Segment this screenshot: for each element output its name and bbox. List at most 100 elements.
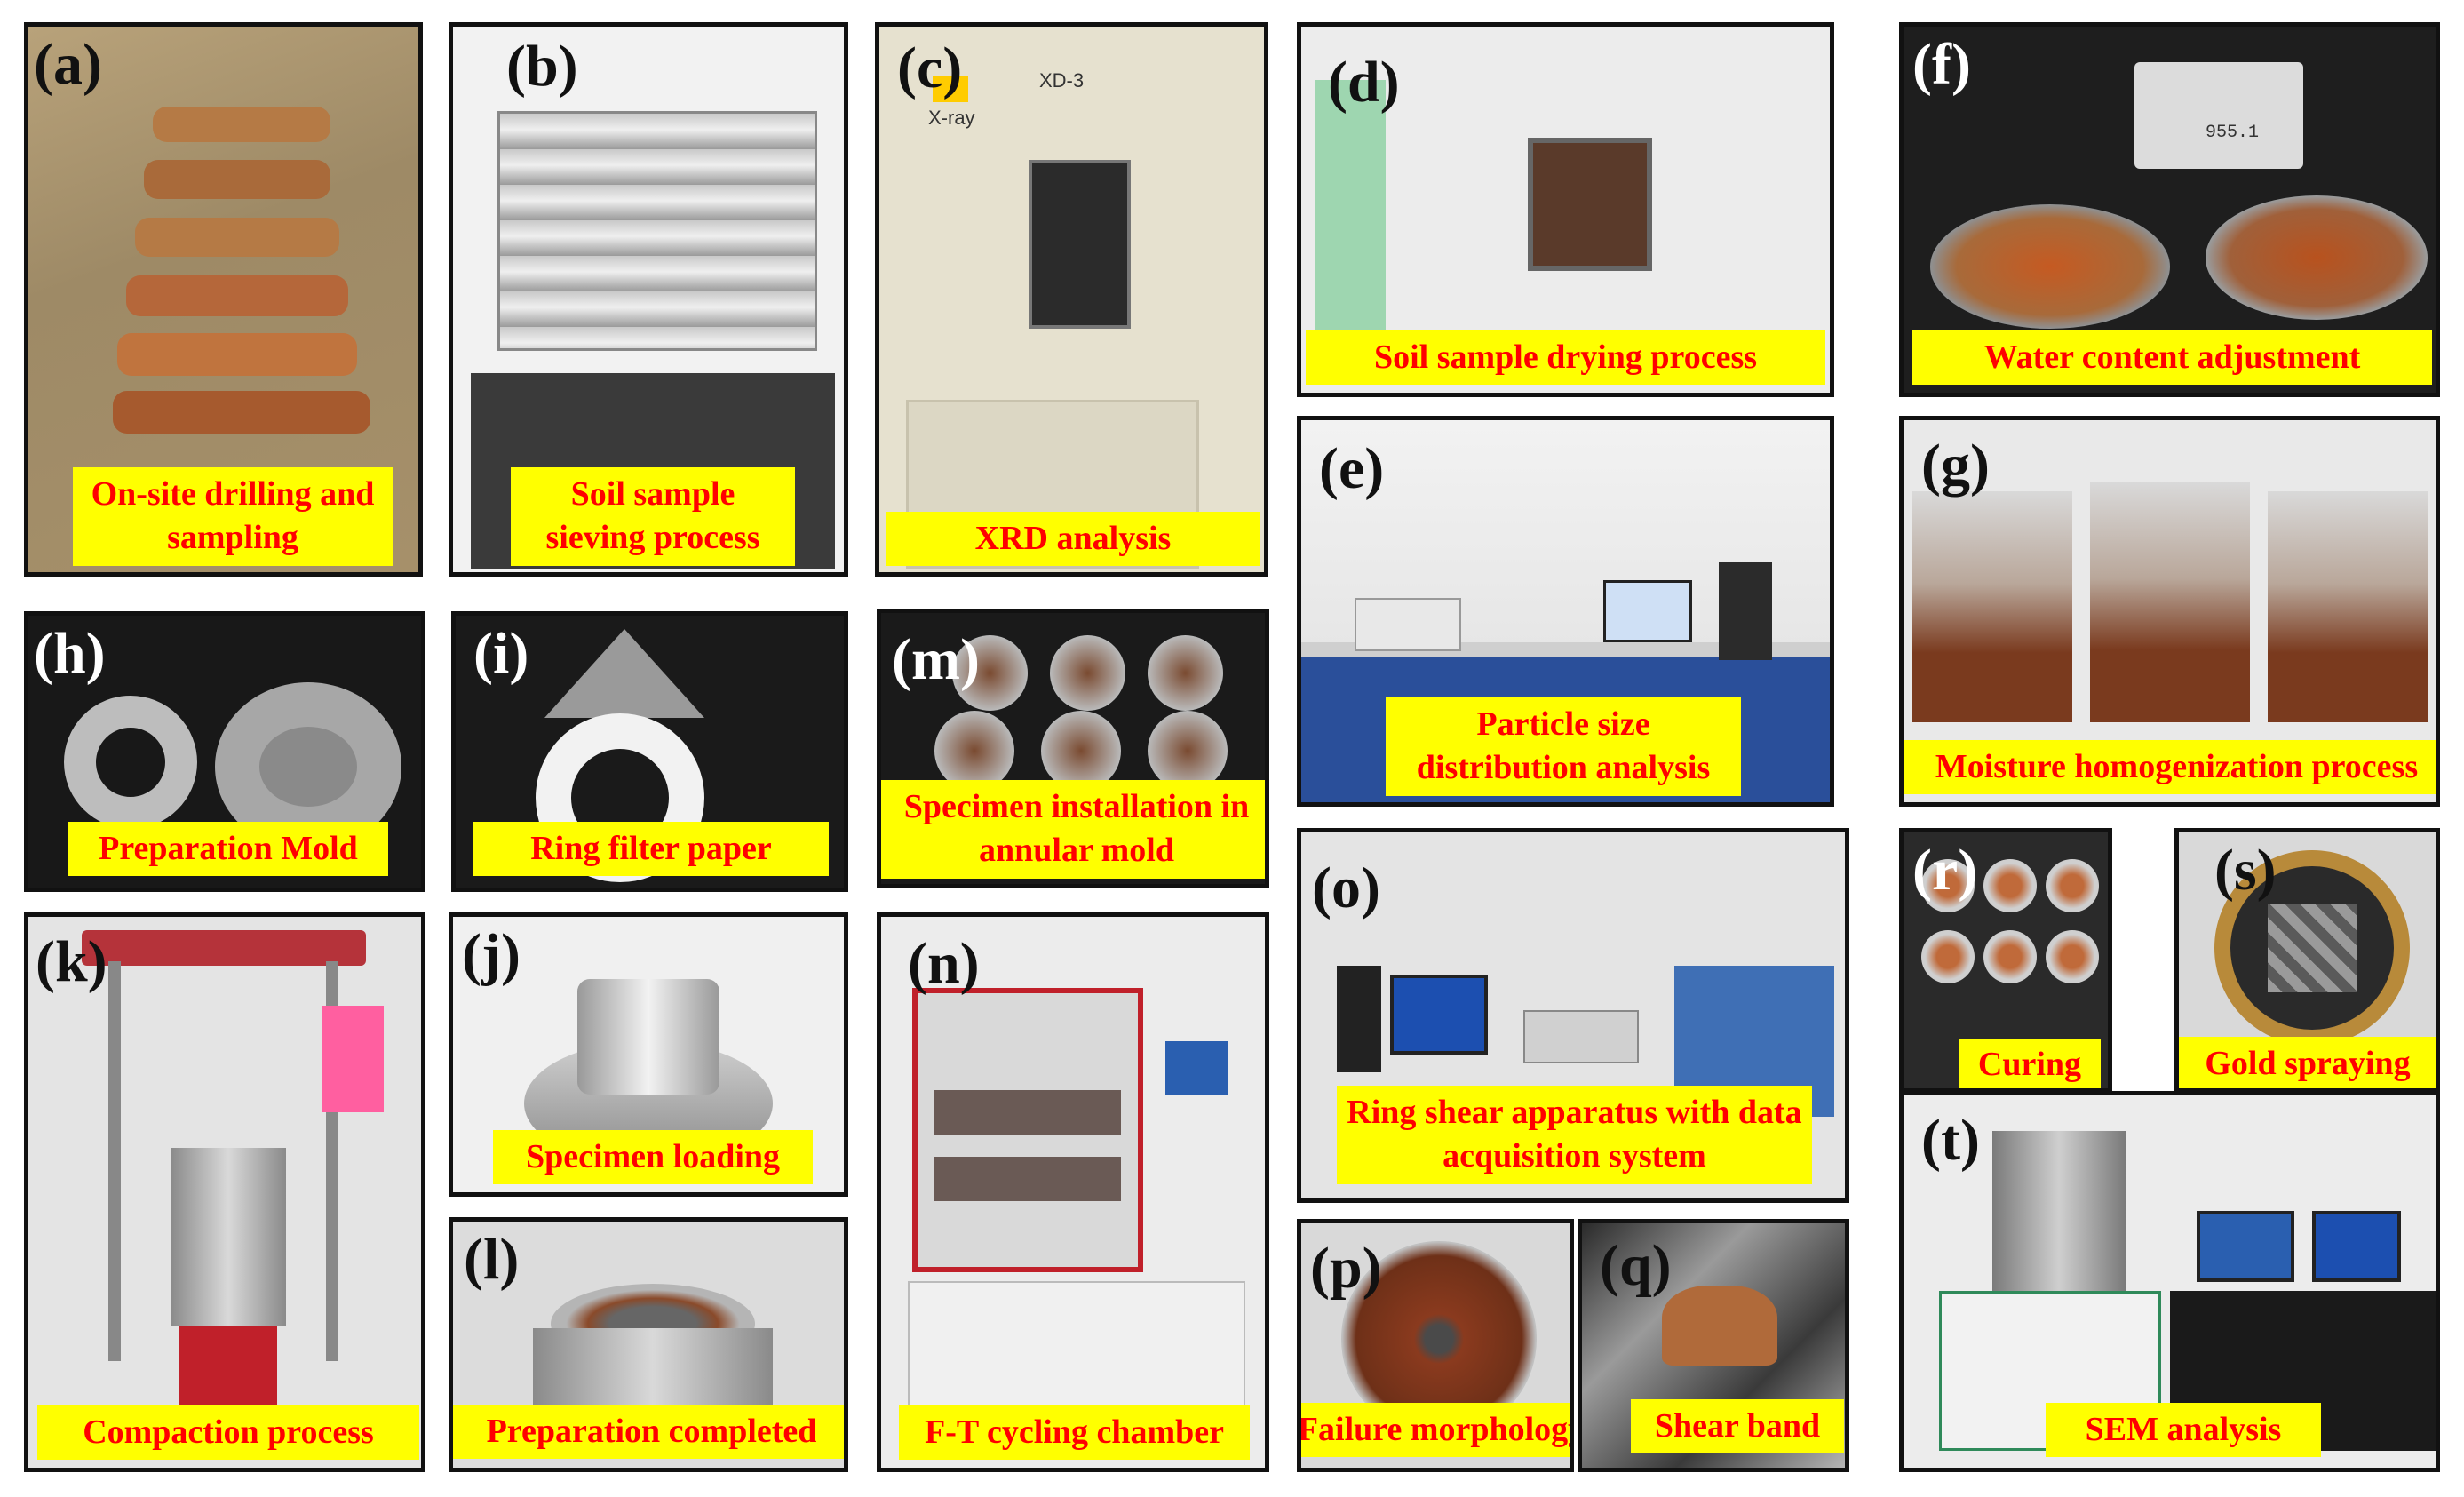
caption-k: Compaction process — [37, 1405, 419, 1461]
caption-c: XRD analysis — [886, 512, 1260, 567]
mixing-bowl — [2206, 195, 2428, 320]
panel-r-curing: (r) Curing — [1899, 828, 2112, 1093]
model-label: XD-3 — [1039, 69, 1085, 92]
caption-r: Curing — [1959, 1039, 2101, 1088]
chamber-shelf — [934, 1090, 1121, 1135]
soil-core-row — [117, 333, 357, 376]
panel-h-preparation-mold: (h) Preparation Mold — [24, 611, 425, 892]
panel-tag-j: (j) — [462, 922, 521, 987]
soil-core-row — [135, 218, 339, 257]
control-screen — [1165, 1041, 1228, 1095]
sample-bag — [1912, 491, 2072, 722]
cured-specimen — [1983, 930, 2037, 983]
caption-j: Specimen loading — [493, 1130, 813, 1185]
oven-control-panel — [1315, 80, 1386, 364]
panel-tag-h: (h) — [34, 621, 106, 686]
caption-s: Gold spraying — [2179, 1037, 2436, 1088]
chamber-base — [908, 1281, 1245, 1414]
panel-tag-p: (p) — [1310, 1236, 1382, 1301]
balance-scale — [2134, 62, 2303, 169]
panel-g-moisture-homogenization: (g) Moisture homogenization process — [1899, 416, 2440, 807]
soil-core-row — [144, 160, 330, 199]
caption-q: Shear band — [1631, 1399, 1844, 1454]
soil-core-row — [126, 275, 348, 316]
panel-tag-i: (i) — [473, 621, 529, 686]
wrapped-specimen — [952, 635, 1028, 711]
press-column — [108, 961, 121, 1361]
wrapped-specimen — [934, 711, 1014, 791]
caption-a: On-site drilling and sampling — [73, 467, 393, 566]
panel-tag-l: (l) — [464, 1227, 520, 1292]
chamber-shelf — [934, 1157, 1121, 1201]
panel-tag-m: (m) — [892, 627, 980, 692]
caption-h: Preparation Mold — [68, 822, 388, 877]
panel-b-sieving: (b) Soil sample sieving process — [449, 22, 848, 577]
panel-s-gold-spraying: (s) Gold spraying — [2174, 828, 2440, 1093]
scale-reading: 955.1 — [2206, 123, 2260, 143]
cured-specimen — [2046, 859, 2099, 912]
panel-t-sem: (t) SEM analysis — [1899, 1091, 2440, 1472]
warning-icon — [933, 76, 968, 102]
panel-tag-e: (e) — [1319, 436, 1385, 501]
xray-label: X-ray — [928, 107, 975, 129]
caption-d: Soil sample drying process — [1306, 330, 1825, 386]
compaction-mold — [171, 1148, 286, 1326]
mold-ring — [64, 696, 197, 829]
panel-tag-g: (g) — [1921, 433, 1990, 498]
cured-specimen — [2046, 930, 2099, 983]
panel-q-shear-band: (q) Shear band — [1578, 1219, 1849, 1472]
hydraulic-jack — [179, 1326, 277, 1414]
panel-m-specimen-installation: (m) Specimen installation in annular mol… — [877, 609, 1269, 888]
panel-c-xrd: X-ray XD-3 (c) XRD analysis — [875, 22, 1268, 577]
computer-monitor — [2197, 1211, 2294, 1282]
panel-a-drilling-sampling: (a) On-site drilling and sampling — [24, 22, 423, 577]
sample-chips — [2268, 904, 2357, 992]
caption-f: Water content adjustment — [1912, 330, 2432, 386]
panel-f-water-content: 955.1 (f) Water content adjustment — [1899, 22, 2440, 397]
wrapped-specimen — [1041, 711, 1121, 791]
sample-bag — [2090, 482, 2250, 722]
cured-specimen — [1921, 859, 1975, 912]
cured-specimen — [1983, 859, 2037, 912]
cured-specimen — [1921, 930, 1975, 983]
panel-tag-r: (r) — [1912, 838, 1978, 903]
panel-i-ring-filter-paper: (i) Ring filter paper — [451, 611, 848, 892]
wrapped-specimen — [1148, 711, 1228, 791]
bucket — [322, 1006, 384, 1112]
pc-tower — [1719, 562, 1772, 660]
panel-tag-f: (f) — [1912, 32, 1971, 97]
caption-o: Ring shear apparatus with data acquisiti… — [1337, 1086, 1812, 1184]
oven-door-window — [1528, 138, 1652, 271]
panel-tag-t: (t) — [1921, 1108, 1980, 1173]
panel-k-compaction: (k) Compaction process — [24, 912, 425, 1472]
sem-column — [1992, 1131, 2126, 1291]
shear-band-fragment — [1662, 1286, 1777, 1366]
caption-m: Specimen installation in annular mold — [881, 780, 1265, 879]
panel-tag-d: (d) — [1328, 50, 1400, 115]
panel-j-specimen-loading: (j) Specimen loading — [449, 912, 848, 1197]
caption-l: Preparation completed — [453, 1405, 844, 1460]
xrd-window — [1029, 160, 1131, 329]
caption-g: Moisture homogenization process — [1904, 740, 2436, 795]
panel-tag-c: (c) — [897, 36, 963, 100]
data-acquisition-box — [1523, 1010, 1639, 1063]
panel-l-preparation-completed: (l) Preparation completed — [449, 1217, 848, 1472]
caption-e: Particle size distribution analysis — [1386, 697, 1741, 796]
caption-p: Failure morphology — [1301, 1403, 1570, 1458]
panel-tag-b: (b) — [506, 34, 578, 99]
panel-tag-k: (k) — [36, 929, 107, 994]
computer-monitor — [1603, 580, 1692, 642]
computer-monitor — [2312, 1211, 2401, 1282]
press-top-plate — [82, 930, 366, 966]
mold-ring — [577, 979, 719, 1095]
triangle-ruler — [544, 629, 704, 718]
panel-tag-a: (a) — [34, 32, 102, 97]
mixing-bowl — [1930, 204, 2170, 329]
caption-t: SEM analysis — [2046, 1403, 2321, 1458]
sieve-stack — [497, 111, 817, 351]
panel-e-particle-size: (e) Particle size distribution analysis — [1297, 416, 1834, 807]
sample-bag — [2268, 491, 2428, 722]
pc-tower — [1337, 966, 1381, 1072]
panel-d-drying: (d) Soil sample drying process — [1297, 22, 1834, 397]
panel-tag-o: (o) — [1312, 856, 1380, 920]
